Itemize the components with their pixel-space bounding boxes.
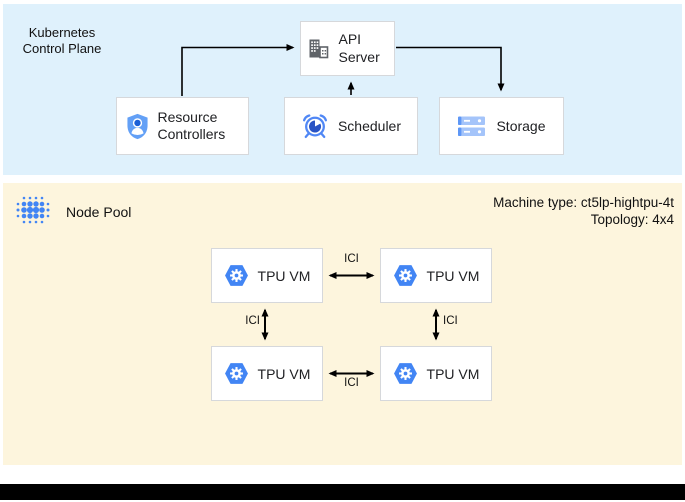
tpu-vm-label: TPU VM	[257, 365, 311, 382]
node-pool-title: Node Pool	[66, 204, 132, 220]
gke-hexagon-gear-icon	[393, 363, 417, 384]
resource-controllers-label: Resource Controllers	[157, 108, 226, 143]
scheduler-label: Scheduler	[337, 118, 402, 134]
gke-hexagon-gear-icon	[224, 363, 248, 384]
gke-hexagon-gear-icon	[224, 265, 248, 286]
scheduler-box: Scheduler	[284, 97, 418, 155]
bottom-black-bar	[0, 484, 685, 500]
tpu-vm-box-bottom-left: TPU VM	[211, 346, 323, 401]
api-server-box: API Server	[300, 21, 395, 76]
building-icon	[309, 39, 328, 59]
server-stack-icon	[458, 116, 486, 136]
ici-label-right: ICI	[443, 315, 458, 327]
machine-type-text: Machine type: ct5lp-hightpu-4t	[493, 195, 674, 210]
ici-label-bottom: ICI	[344, 377, 359, 389]
tpu-vm-label: TPU VM	[426, 267, 480, 284]
ici-label-top: ICI	[344, 253, 359, 265]
tpu-vm-label: TPU VM	[257, 267, 311, 284]
ici-label-left: ICI	[245, 315, 260, 327]
tpu-vm-label: TPU VM	[426, 365, 480, 382]
dot-cluster-icon	[16, 196, 50, 224]
tpu-vm-box-bottom-right: TPU VM	[380, 346, 492, 401]
control-plane-title: Kubernetes Control Plane	[22, 25, 102, 56]
api-server-label: API Server	[338, 31, 380, 65]
alarm-clock-icon	[302, 114, 327, 139]
tpu-vm-box-top-left: TPU VM	[211, 248, 323, 303]
machine-info: Machine type: ct5lp-hightpu-4t Topology:…	[493, 194, 674, 228]
resource-controllers-box: Resource Controllers	[116, 97, 249, 155]
node-pool-panel	[3, 183, 682, 465]
storage-box: Storage	[439, 97, 564, 155]
gke-hexagon-gear-icon	[393, 265, 417, 286]
tpu-vm-box-top-right: TPU VM	[380, 248, 492, 303]
storage-label: Storage	[496, 118, 546, 134]
shield-user-icon	[126, 113, 148, 139]
topology-text: Topology: 4x4	[590, 212, 674, 227]
